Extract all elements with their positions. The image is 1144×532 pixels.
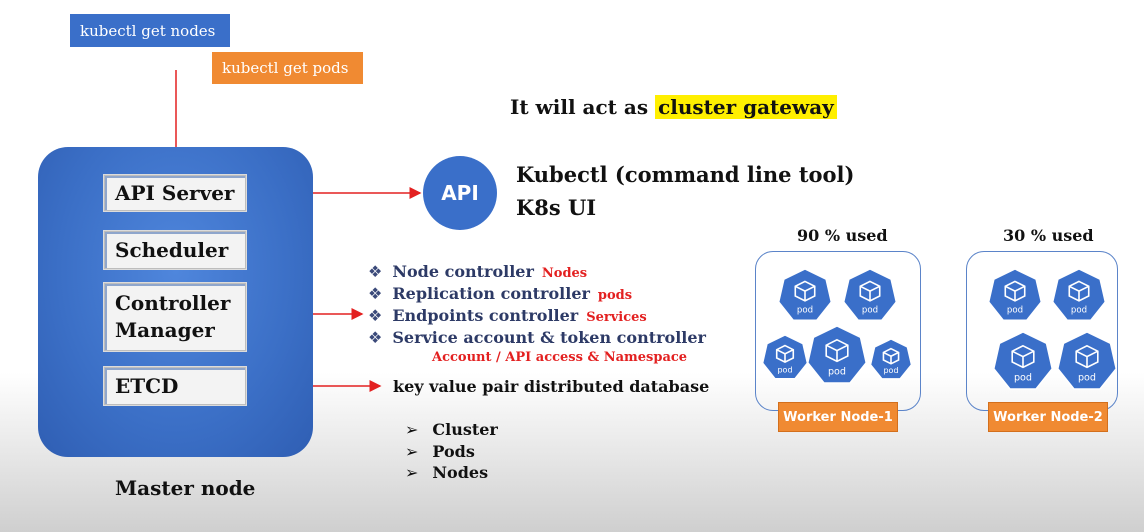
api-client-ui: K8s UI: [516, 195, 597, 220]
etcd-component: ETCD: [104, 367, 246, 405]
pod-label: pod: [1071, 306, 1087, 316]
pod-icon: pod: [761, 334, 809, 380]
pod-icon: pod: [869, 338, 913, 380]
cube-icon: [1004, 280, 1026, 302]
etcd-list-item: ➢Nodes: [405, 463, 489, 482]
diamond-bullet-icon: ❖: [368, 284, 383, 303]
pod-label: pod: [828, 367, 846, 378]
gateway-prefix: It will act as: [510, 95, 649, 119]
api-server-component: API Server: [104, 175, 246, 211]
controllers-note: Account / API access & Namespace: [432, 350, 688, 365]
api-circle: API: [423, 156, 497, 230]
cube-icon: [882, 347, 900, 365]
scheduler-component: Scheduler: [104, 231, 246, 269]
etcd-list-item: ➢Pods: [405, 442, 475, 461]
cube-icon: [775, 344, 795, 364]
gateway-title: It will act as cluster gateway: [510, 95, 837, 119]
diamond-bullet-icon: ❖: [368, 306, 383, 325]
worker-node-1-usage: 90 % used: [797, 226, 888, 245]
diamond-bullet-icon: ❖: [368, 328, 383, 347]
pod-icon: pod: [987, 268, 1043, 322]
api-client-kubectl: Kubectl (command line tool): [516, 162, 855, 187]
pod-icon: pod: [842, 268, 898, 322]
master-node-label: Master node: [115, 476, 256, 500]
kubectl-get-nodes-box: kubectl get nodes: [70, 14, 230, 47]
cube-icon: [794, 280, 816, 302]
worker-node-2-usage: 30 % used: [1003, 226, 1094, 245]
controller-manager-component: Controller Manager: [104, 283, 246, 351]
pod-label: pod: [797, 306, 813, 316]
kubectl-get-pods-box: kubectl get pods: [212, 52, 363, 84]
worker-node-1-label: Worker Node-1: [778, 402, 898, 432]
cube-icon: [825, 338, 849, 363]
cube-icon: [1075, 344, 1099, 369]
pod-icon: pod: [806, 325, 868, 384]
controller-item: ❖Service account & token controller: [368, 328, 706, 347]
pod-label: pod: [777, 365, 792, 374]
etcd-description: key value pair distributed database: [393, 377, 710, 396]
pod-icon: pod: [992, 331, 1054, 390]
pod-icon: pod: [1056, 331, 1118, 390]
worker-node-2-label: Worker Node-2: [988, 402, 1108, 432]
arrow-bullet-icon: ➢: [405, 463, 419, 482]
pod-label: pod: [883, 366, 898, 375]
cube-icon: [1011, 344, 1035, 369]
cube-icon: [859, 280, 881, 302]
arrow-bullet-icon: ➢: [405, 420, 419, 439]
gateway-highlight: cluster gateway: [655, 95, 837, 119]
diamond-bullet-icon: ❖: [368, 262, 383, 281]
pod-label: pod: [1078, 373, 1096, 384]
pod-label: pod: [1007, 306, 1023, 316]
cube-icon: [1068, 280, 1090, 302]
pod-icon: pod: [777, 268, 833, 322]
arrow-bullet-icon: ➢: [405, 442, 419, 461]
pod-label: pod: [862, 306, 878, 316]
pod-icon: pod: [1051, 268, 1107, 322]
pod-label: pod: [1014, 373, 1032, 384]
etcd-list-item: ➢Cluster: [405, 420, 498, 439]
